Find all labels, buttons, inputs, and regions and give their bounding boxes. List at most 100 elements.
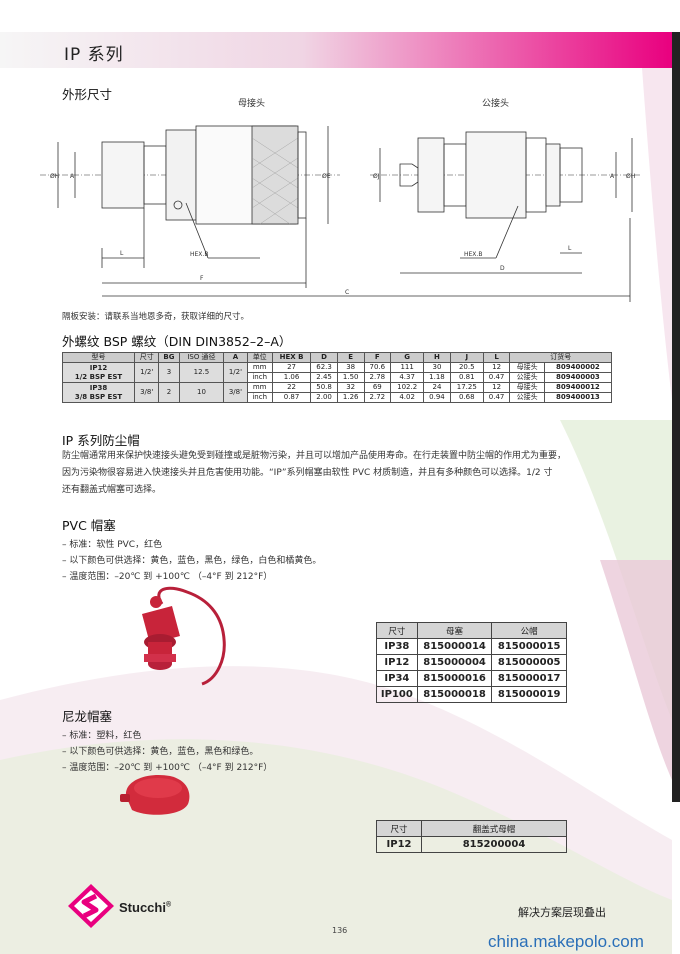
page-number: 136 <box>332 926 348 935</box>
dim-j-label: ØJ <box>373 173 380 180</box>
size-cell: IP12 <box>376 836 422 853</box>
a-cell: 3/8' <box>223 382 248 403</box>
l-cell: 0.47 <box>482 392 511 403</box>
type-cell: 公接头 <box>509 372 545 383</box>
nylon-cap-image <box>120 774 190 815</box>
pvc-heading: PVC 帽塞 <box>62 518 116 533</box>
th-hex: HEX B <box>271 352 312 363</box>
nylon-item: – 标准：塑料，红色 <box>62 731 142 741</box>
page-header: IP 系列 <box>0 32 672 68</box>
bg-cell: 2 <box>158 382 180 403</box>
pvc-item: – 标准：软性 PVC，红色 <box>62 540 163 550</box>
bg-cell: 3 <box>158 362 180 383</box>
th-model: 型号 <box>61 352 136 363</box>
cap-cell: 815000015 <box>491 638 567 655</box>
h-cell: 0.94 <box>423 392 451 403</box>
plug-cell: 815000018 <box>416 686 493 703</box>
cap-cell: 815000019 <box>491 686 567 703</box>
watermark: china.makepolo.com <box>488 932 644 951</box>
brand-reg: ® <box>165 901 172 909</box>
nylon-item: – 温度范围：–20℃ 到 +100℃ （–4°F 到 212°F） <box>62 763 273 773</box>
nylon-heading: 尼龙帽塞 <box>62 709 113 724</box>
size-cell: 3/8' <box>134 382 160 403</box>
model-thread: 3/8 BSP EST <box>74 392 123 401</box>
l-cell: 12 <box>482 362 511 373</box>
type-cell: 公接头 <box>509 392 545 403</box>
d-cell: 50.8 <box>310 382 338 393</box>
dim-a-label: A <box>70 173 75 180</box>
j-cell: 0.68 <box>449 392 484 403</box>
dim-h2-label: ØH <box>626 173 635 180</box>
th-female-plug: 母塞 <box>416 622 493 639</box>
type-cell: 母接头 <box>509 362 545 373</box>
right-edge-bar <box>672 32 680 802</box>
model-code: IP38 <box>89 383 108 392</box>
order-cell: 809400012 <box>543 382 613 393</box>
dim-f-label: F <box>200 275 204 282</box>
e-cell: 1.50 <box>336 372 365 383</box>
j-cell: 20.5 <box>449 362 484 373</box>
model-thread: 1/2 BSP EST <box>74 372 123 381</box>
order-cell: 809400002 <box>543 362 613 373</box>
unit-cell: inch <box>246 372 273 383</box>
th-d: D <box>310 352 338 363</box>
f-cell: 69 <box>363 382 392 393</box>
nylon-item: – 以下颜色可供选择：黄色，蓝色，黑色和绿色。 <box>62 747 259 757</box>
j-cell: 0.81 <box>449 372 484 383</box>
d-cell: 2.00 <box>310 392 338 403</box>
l-cell: 0.47 <box>482 372 511 383</box>
e-cell: 38 <box>336 362 365 373</box>
dust-cap-line: 因为污染物很容易进入快速接头并且危害使用功能。“IP”系列帽塞由软性 PVC 材… <box>62 468 553 478</box>
g-cell: 111 <box>390 362 425 373</box>
order-cell: 809400003 <box>543 372 613 383</box>
th-iso: ISO 通径 <box>178 352 225 363</box>
dim-c-label: C <box>345 289 349 296</box>
d-cell: 62.3 <box>310 362 338 373</box>
hex-cell: 1.06 <box>271 372 312 383</box>
dim-l2-label: L <box>568 245 572 252</box>
flip-cap-cell: 815200004 <box>421 836 567 853</box>
th-a: A <box>223 352 248 363</box>
slogan: 解决方案层现叠出 <box>518 906 606 919</box>
dim-hex2-label: HEX.B <box>464 251 482 258</box>
unit-cell: mm <box>246 382 273 393</box>
f-cell: 2.72 <box>363 392 392 403</box>
e-cell: 32 <box>336 382 365 393</box>
th-j: J <box>449 352 484 363</box>
e-cell: 1.26 <box>336 392 365 403</box>
hex-cell: 22 <box>271 382 312 393</box>
order-cell: 809400013 <box>543 392 613 403</box>
female-label: 母接头 <box>238 99 266 109</box>
th-l: L <box>482 352 511 363</box>
model-code: IP12 <box>89 363 108 372</box>
th-size: 尺寸 <box>376 622 418 639</box>
dust-cap-heading: IP 系列防尘帽 <box>62 433 140 448</box>
iso-cell: 12.5 <box>178 362 225 383</box>
th-f: F <box>363 352 392 363</box>
unit-cell: mm <box>246 362 273 373</box>
size-cell: IP12 <box>376 654 418 671</box>
spec-table: 型号 尺寸 BG ISO 通径 A 单位 HEX B D E F G H J L… <box>61 352 613 403</box>
page-title: IP 系列 <box>64 45 124 65</box>
th-unit: 单位 <box>246 352 273 363</box>
pvc-item: – 温度范围：–20℃ 到 +100℃ （–4°F 到 212°F） <box>62 572 273 582</box>
h-cell: 1.18 <box>423 372 451 383</box>
f-cell: 2.78 <box>363 372 392 383</box>
mounting-note: 隔板安装：请联系当地恩多奇，获取详细的尺寸。 <box>62 312 250 322</box>
h-cell: 24 <box>423 382 451 393</box>
size-cell: IP34 <box>376 670 418 687</box>
th-bg: BG <box>158 352 180 363</box>
th-e: E <box>336 352 365 363</box>
plug-cell: 815000004 <box>416 654 493 671</box>
dust-cap-description: 防尘帽通常用来保护快速接头避免受到碰撞或是脏物污染，并且可以增加产品使用寿命。在… <box>62 448 622 499</box>
dim-l-label: L <box>120 250 124 257</box>
dust-cap-line: 还有翻盖式帽塞可选择。 <box>62 485 162 495</box>
plug-cell: 815000016 <box>416 670 493 687</box>
j-cell: 17.25 <box>449 382 484 393</box>
